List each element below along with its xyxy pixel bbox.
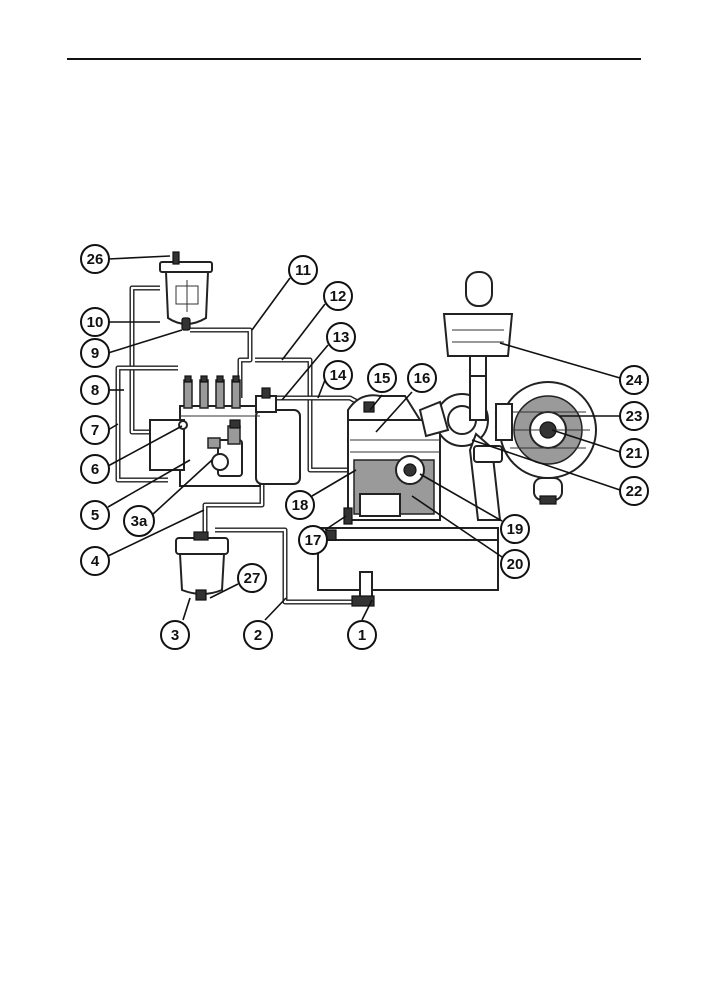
callout-1: 1 xyxy=(347,620,377,650)
svg-text:1: 1 xyxy=(358,627,366,644)
callout-16: 16 xyxy=(407,363,437,393)
svg-text:2: 2 xyxy=(254,627,262,644)
svg-text:6: 6 xyxy=(91,461,99,478)
svg-text:12: 12 xyxy=(330,288,347,305)
callout-19: 19 xyxy=(500,514,530,544)
svg-text:17: 17 xyxy=(305,532,322,549)
callout-10: 10 xyxy=(80,307,110,337)
callout-3a: 3a xyxy=(123,505,155,537)
callout-27: 27 xyxy=(237,563,267,593)
svg-text:18: 18 xyxy=(292,497,309,514)
pre-cleaner xyxy=(442,271,514,421)
callout-18: 18 xyxy=(285,490,315,520)
header-rule xyxy=(67,58,641,60)
callout-20: 20 xyxy=(500,549,530,579)
callout-13: 13 xyxy=(326,322,356,352)
callout-3: 3 xyxy=(160,620,190,650)
callout-26: 26 xyxy=(80,244,110,274)
svg-text:15: 15 xyxy=(374,370,391,387)
svg-text:23: 23 xyxy=(626,408,643,425)
svg-text:7: 7 xyxy=(91,422,99,439)
svg-text:3a: 3a xyxy=(131,513,148,530)
callout-11: 11 xyxy=(288,255,318,285)
callout-24: 24 xyxy=(619,365,649,395)
svg-text:16: 16 xyxy=(414,370,431,387)
svg-text:11: 11 xyxy=(295,262,311,279)
svg-text:8: 8 xyxy=(91,382,99,399)
callout-4: 4 xyxy=(80,546,110,576)
svg-text:19: 19 xyxy=(507,521,524,538)
callout-22: 22 xyxy=(619,476,649,506)
fuel-tank xyxy=(317,527,499,607)
svg-text:14: 14 xyxy=(330,367,347,384)
fuel-filter xyxy=(159,251,213,331)
svg-text:5: 5 xyxy=(91,507,99,524)
callout-9: 9 xyxy=(80,338,110,368)
callout-6: 6 xyxy=(80,454,110,484)
callout-23: 23 xyxy=(619,401,649,431)
svg-text:10: 10 xyxy=(87,314,104,331)
svg-text:27: 27 xyxy=(244,570,261,587)
callout-2: 2 xyxy=(243,620,273,650)
callout-12: 12 xyxy=(323,281,353,311)
svg-text:9: 9 xyxy=(91,345,99,362)
callout-8: 8 xyxy=(80,375,110,405)
callout-15: 15 xyxy=(367,363,397,393)
callout-5: 5 xyxy=(80,500,110,530)
callout-21: 21 xyxy=(619,438,649,468)
callout-7: 7 xyxy=(80,415,110,445)
svg-text:20: 20 xyxy=(507,556,524,573)
leader-lines xyxy=(107,255,621,621)
hand-primer xyxy=(207,419,243,477)
air-filter xyxy=(495,381,597,505)
svg-text:3: 3 xyxy=(171,627,179,644)
svg-text:26: 26 xyxy=(87,251,104,268)
svg-text:24: 24 xyxy=(626,372,643,389)
engine xyxy=(343,394,441,525)
svg-text:13: 13 xyxy=(333,329,350,346)
prefilter xyxy=(175,531,229,601)
callout-14: 14 xyxy=(323,360,353,390)
svg-text:21: 21 xyxy=(626,445,643,462)
callout-17: 17 xyxy=(298,525,328,555)
svg-text:4: 4 xyxy=(91,553,100,570)
svg-text:22: 22 xyxy=(626,483,643,500)
